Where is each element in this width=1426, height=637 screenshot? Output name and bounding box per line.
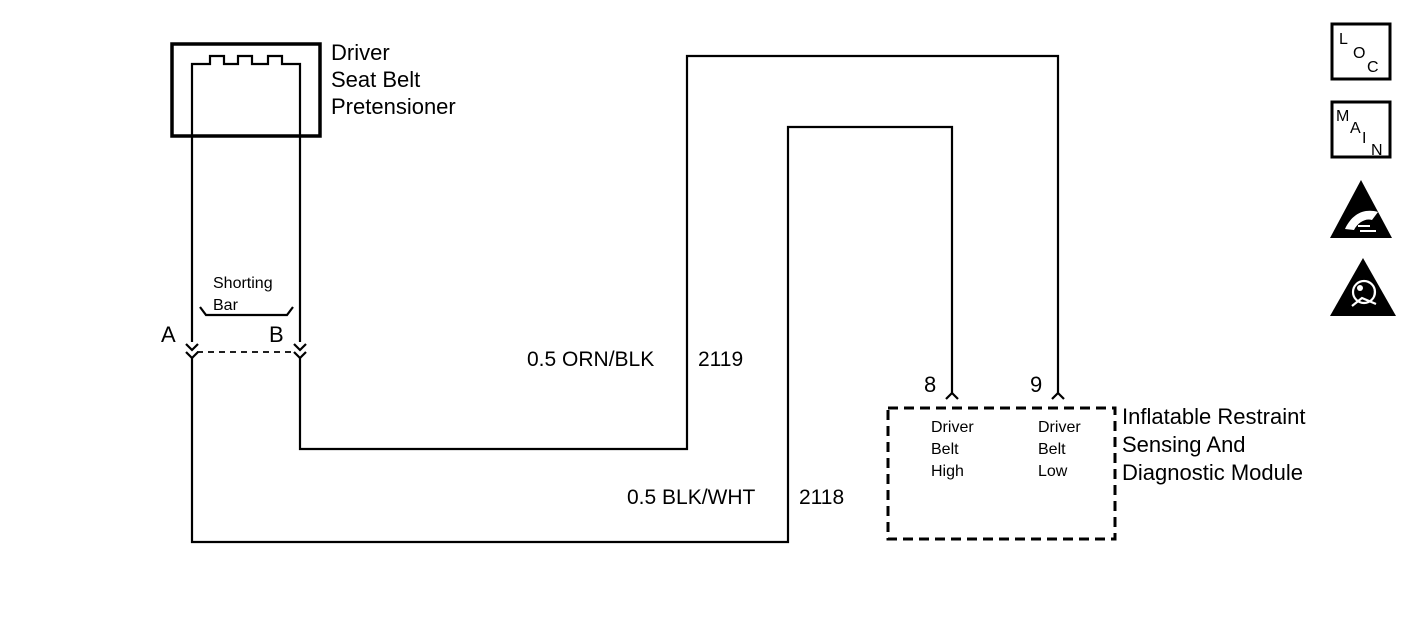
wire-circuit-2118 bbox=[190, 125, 954, 544]
pretensioner-title-line: Pretensioner bbox=[331, 94, 456, 119]
loc-icon-letter: O bbox=[1353, 45, 1365, 62]
airbag-warning-icon[interactable] bbox=[1330, 258, 1396, 316]
module-dashed-box bbox=[886, 406, 1117, 541]
pin-9-label-line: Low bbox=[1038, 463, 1068, 480]
pin-8-label: Driver Belt High bbox=[931, 419, 978, 480]
shorting-bar-label-line: Bar bbox=[213, 297, 239, 314]
esd-warning-icon[interactable] bbox=[1330, 180, 1392, 238]
pretensioner-box bbox=[170, 42, 322, 138]
pin-9-label-line: Driver bbox=[1038, 419, 1081, 436]
pin-9-label: Driver Belt Low bbox=[1038, 419, 1085, 480]
pin-8-number: 8 bbox=[924, 372, 936, 397]
pin-8-label-line: High bbox=[931, 463, 964, 480]
main-icon-letter: I bbox=[1362, 130, 1366, 147]
wire-2119-spec: 0.5 ORN/BLK bbox=[527, 348, 654, 371]
pin-8-label-line: Driver bbox=[931, 419, 974, 436]
loc-icon-letter: L bbox=[1339, 31, 1348, 48]
pin-8-label-line: Belt bbox=[931, 441, 959, 458]
pretensioner-title-line: Seat Belt bbox=[331, 67, 420, 92]
pretensioner-title-line: Driver bbox=[331, 40, 390, 65]
pin-9-number: 9 bbox=[1030, 372, 1042, 397]
module-title-line: Inflatable Restraint bbox=[1122, 404, 1305, 429]
shorting-bar: Shorting Bar bbox=[197, 275, 296, 353]
main-icon-letter: M bbox=[1336, 108, 1349, 125]
terminal-a: A bbox=[161, 322, 199, 360]
pin-9-connector-icon bbox=[1051, 391, 1065, 400]
shorting-bar-bracket bbox=[199, 306, 294, 317]
pretensioner-component: Driver Seat Belt Pretensioner bbox=[170, 40, 456, 138]
terminal-a-connector-icon bbox=[185, 343, 199, 360]
terminal-b-label: B bbox=[269, 322, 284, 347]
module-title: Inflatable Restraint Sensing And Diagnos… bbox=[1122, 404, 1312, 485]
terminal-b-connector-icon bbox=[293, 343, 307, 360]
main-icon[interactable]: M A I N bbox=[1330, 100, 1392, 159]
shorting-bar-label: Shorting Bar bbox=[213, 275, 277, 314]
pin-9-label-line: Belt bbox=[1038, 441, 1066, 458]
loc-icon-letter: C bbox=[1367, 59, 1379, 76]
module-title-line: Sensing And bbox=[1122, 432, 1246, 457]
shorting-bar-label-line: Shorting bbox=[213, 275, 273, 292]
module-title-line: Diagnostic Module bbox=[1122, 460, 1303, 485]
wire-2118-circuit-number: 2118 bbox=[799, 486, 844, 509]
terminal-b: B bbox=[269, 322, 307, 360]
wire-2118-spec: 0.5 BLK/WHT bbox=[627, 486, 756, 509]
main-icon-letter: N bbox=[1371, 142, 1383, 159]
main-icon-letter: A bbox=[1350, 120, 1361, 137]
pretensioner-connector-shape bbox=[190, 54, 302, 136]
wire-circuit-2119 bbox=[298, 54, 1060, 451]
pin-8-connector-icon bbox=[945, 391, 959, 400]
loc-icon[interactable]: L O C bbox=[1330, 22, 1392, 81]
pretensioner-title: Driver Seat Belt Pretensioner bbox=[331, 40, 456, 119]
terminal-a-label: A bbox=[161, 322, 176, 347]
diagnostic-module: Driver Belt High Driver Belt Low Inflata… bbox=[886, 404, 1312, 541]
wire-2119-circuit-number: 2119 bbox=[698, 348, 743, 371]
